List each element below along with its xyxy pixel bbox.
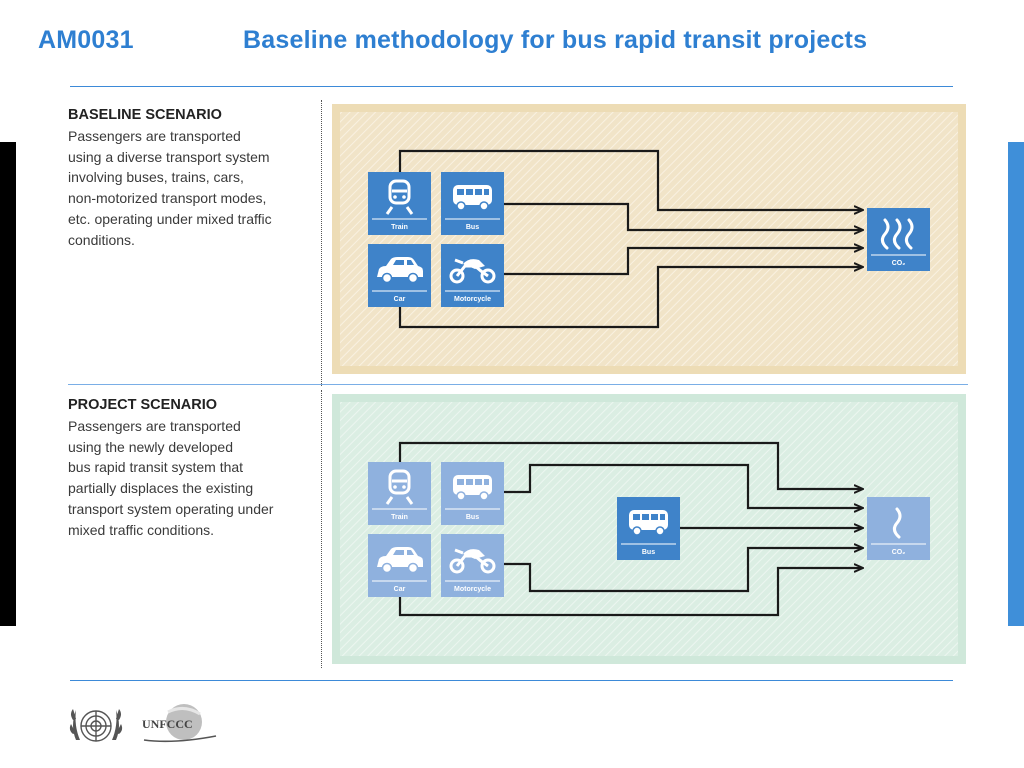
tile-label: Bus	[466, 514, 479, 521]
tile-label: Car	[394, 296, 406, 303]
header-divider	[70, 86, 953, 87]
flow-line	[504, 463, 862, 508]
flow-line	[504, 202, 862, 230]
slide-code: AM0031	[38, 26, 134, 54]
unfccc-logo: UNFCCC	[138, 698, 220, 755]
baseline-diagram: Train Bus	[332, 104, 966, 374]
flow-line	[504, 548, 862, 593]
baseline-car-tile: Car	[368, 244, 431, 307]
tile-label: Train	[391, 514, 408, 521]
bus-icon	[453, 475, 492, 501]
emission-icon	[880, 218, 914, 250]
baseline-heading: BASELINE SCENARIO	[68, 107, 222, 123]
flow-line	[398, 441, 862, 489]
car-icon	[377, 257, 423, 284]
bus-icon	[629, 510, 668, 536]
tile-label: CO₂	[892, 260, 906, 267]
project-bus-tile: Bus	[441, 462, 504, 525]
project-description: Passengers are transported using the new…	[68, 418, 274, 538]
train-icon	[385, 179, 414, 215]
baseline-bus-tile: Bus	[441, 172, 504, 235]
motorcycle-icon	[449, 548, 496, 574]
train-icon	[385, 469, 414, 505]
baseline-description: Passengers are transported using a diver…	[68, 128, 272, 248]
tile-label: Train	[391, 224, 408, 231]
project-co2-tile: CO₂	[867, 497, 930, 560]
emission-icon	[892, 507, 902, 539]
column-divider-bottom	[321, 390, 322, 668]
tile-label: Bus	[466, 224, 479, 231]
tile-label: Bus	[642, 549, 655, 556]
tile-label: Car	[394, 586, 406, 593]
project-train-tile: Train	[368, 462, 431, 525]
project-car-tile: Car	[368, 534, 431, 597]
project-text-block: PROJECT SCENARIO Passengers are transpor…	[68, 397, 313, 540]
tile-label: Motorcycle	[454, 586, 491, 593]
baseline-text-block: BASELINE SCENARIO Passengers are transpo…	[68, 107, 313, 250]
right-accent-bar	[1008, 142, 1024, 626]
baseline-train-tile: Train	[368, 172, 431, 235]
tile-label: Motorcycle	[454, 296, 491, 303]
flow-line	[398, 267, 862, 329]
project-heading: PROJECT SCENARIO	[68, 397, 218, 413]
motorcycle-icon	[449, 258, 496, 284]
car-icon	[377, 547, 423, 574]
project-brt-bus-tile: Bus	[617, 497, 680, 560]
slide-title: Baseline methodology for bus rapid trans…	[243, 26, 868, 54]
unfccc-logo-text: UNFCCC	[142, 717, 193, 731]
scenario-divider	[68, 384, 968, 385]
column-divider-top	[321, 100, 322, 386]
baseline-motorcycle-tile: Motorcycle	[441, 244, 504, 307]
project-motorcycle-tile: Motorcycle	[441, 534, 504, 597]
un-emblem-logo	[68, 700, 124, 757]
project-diagram: Train Bus	[332, 394, 966, 664]
flow-line	[504, 248, 862, 276]
bus-icon	[453, 185, 492, 211]
tile-label: CO₂	[892, 549, 906, 556]
footer-divider	[70, 680, 953, 681]
flow-line	[398, 568, 862, 617]
flow-line	[398, 149, 862, 210]
left-accent-bar	[0, 142, 16, 626]
baseline-co2-tile: CO₂	[867, 208, 930, 271]
